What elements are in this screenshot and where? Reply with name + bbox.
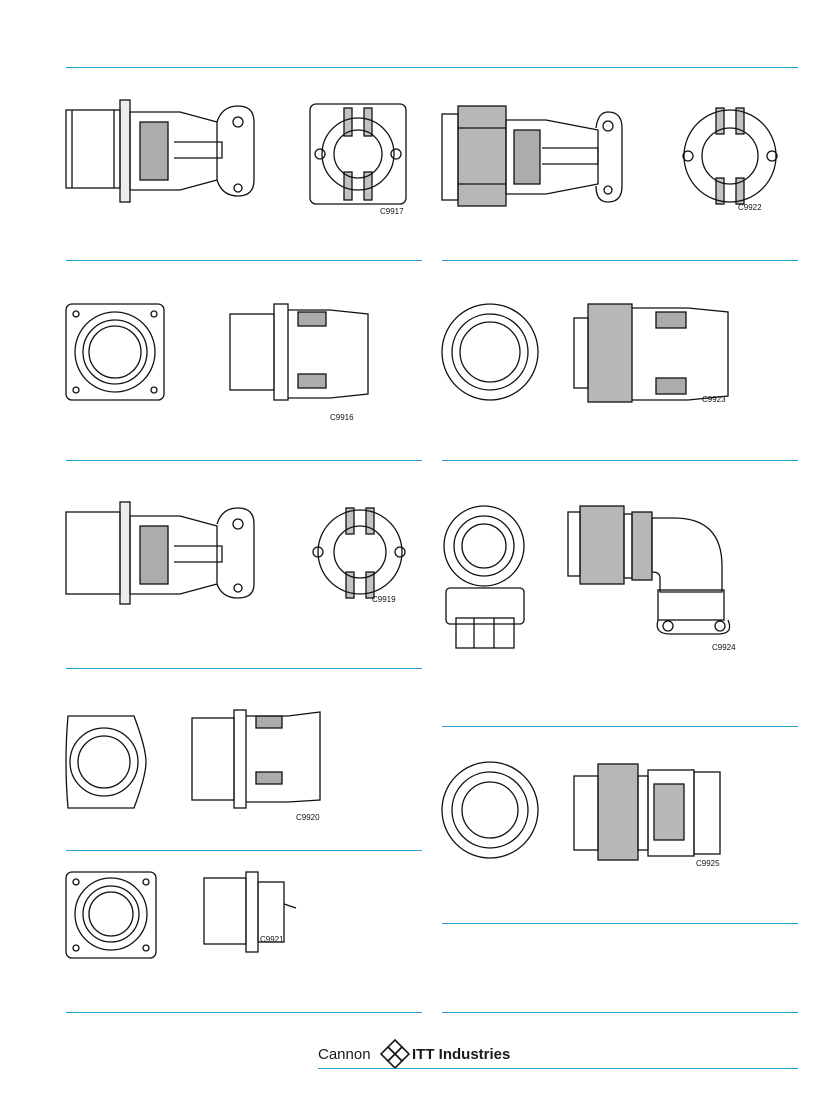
section-rule-right-4 xyxy=(442,923,798,924)
drawing-code-c9923: C9923 xyxy=(702,395,726,404)
itt-diamond-logo-icon xyxy=(379,1038,411,1073)
drawing-code-c9925: C9925 xyxy=(696,859,720,868)
section-rule-left-3 xyxy=(66,668,422,669)
connector-drawing-1: C9917 xyxy=(62,92,422,222)
drawing-code-c9920: C9920 xyxy=(296,813,320,822)
connector-drawing-9: C9921 xyxy=(62,868,422,968)
footer-rule xyxy=(318,1068,798,1069)
drawing-code-c9924: C9924 xyxy=(712,643,736,652)
connector-drawing-7: C9920 xyxy=(62,708,422,828)
connector-drawing-4: C9923 xyxy=(438,298,798,410)
section-rule-left-2 xyxy=(66,460,422,461)
connector-drawing-3: C9916 xyxy=(62,300,422,422)
section-rule-right-1 xyxy=(442,260,798,261)
section-rule-left-1 xyxy=(66,260,422,261)
section-rule-right-2 xyxy=(442,460,798,461)
drawing-code-c9919: C9919 xyxy=(372,595,396,604)
connector-drawing-8: C9925 xyxy=(438,760,798,870)
brand-cannon: Cannon xyxy=(318,1046,371,1063)
footer-branding: Cannon ITT Industries xyxy=(318,1036,798,1070)
section-rule-left-4 xyxy=(66,850,422,851)
section-rule-left-5 xyxy=(66,1012,422,1013)
connector-drawing-6: C9924 xyxy=(438,500,798,656)
drawing-code-c9922: C9922 xyxy=(738,203,762,212)
drawing-code-c9916: C9916 xyxy=(330,413,354,422)
connector-drawing-2: C9922 xyxy=(438,98,798,218)
connector-drawing-5: C9919 xyxy=(62,498,422,608)
brand-itt-industries: ITT Industries xyxy=(412,1046,511,1063)
section-rule-right-5 xyxy=(442,1012,798,1013)
section-rule-right-3 xyxy=(442,726,798,727)
drawing-code-c9921: C9921 xyxy=(260,935,284,944)
section-rule-top xyxy=(66,67,798,68)
drawing-code-c9917: C9917 xyxy=(380,207,404,216)
